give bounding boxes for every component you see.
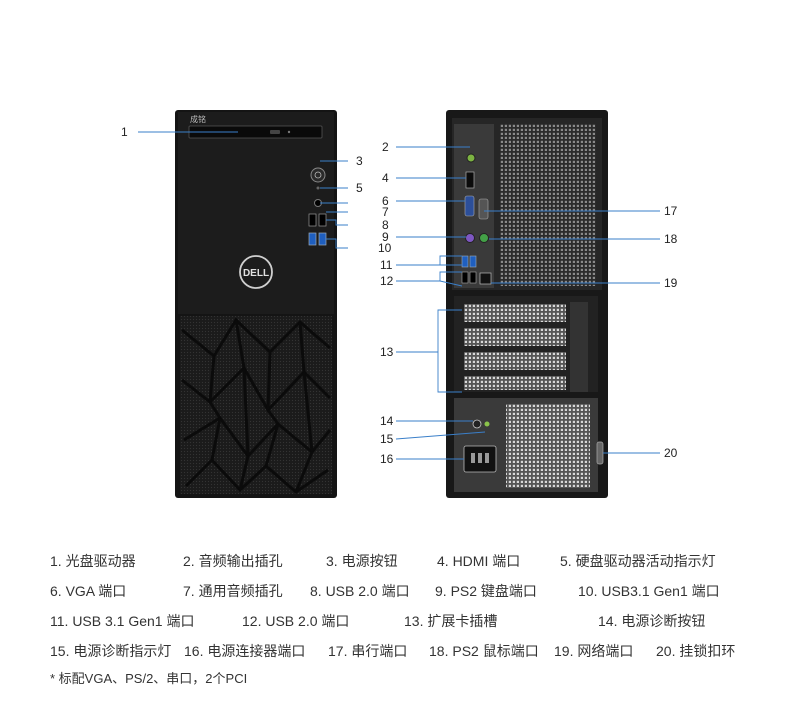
callout-1: 1 xyxy=(121,125,128,139)
legend-row-2: 6. VGA 端口 7. 通用音频插孔 8. USB 2.0 端口 9. PS2… xyxy=(0,581,790,605)
callout-18: 18 xyxy=(664,232,678,246)
callout-9: 9 xyxy=(382,230,389,244)
expansion-slot[interactable] xyxy=(464,328,566,346)
callout-numbers: 1 2 3 4 5 6 7 8 9 10 11 12 13 14 15 16 1… xyxy=(121,125,678,466)
callout-7: 7 xyxy=(382,205,389,219)
callout-20: 20 xyxy=(664,446,678,460)
legend-item: 10. USB3.1 Gen1 端口 xyxy=(578,583,720,599)
front-view: 成铭 DELL xyxy=(175,110,337,498)
front-brand-label: 成铭 xyxy=(190,114,206,124)
callout-8: 8 xyxy=(382,218,389,232)
legend-item: 4. HDMI 端口 xyxy=(437,553,521,569)
power-diagnostic-led xyxy=(484,421,490,427)
dell-logo-text: DELL xyxy=(243,268,269,279)
callout-2: 2 xyxy=(382,140,389,154)
legend-item: 5. 硬盘驱动器活动指示灯 xyxy=(560,553,716,569)
vga-port[interactable] xyxy=(464,195,475,217)
expansion-card-slots xyxy=(464,302,588,392)
padlock-ring[interactable] xyxy=(596,441,604,465)
optical-drive-eject-button[interactable] xyxy=(270,130,280,134)
callout-4: 4 xyxy=(382,171,389,185)
callout-16: 16 xyxy=(380,452,394,466)
callout-3: 3 xyxy=(356,154,363,168)
legend-item: 8. USB 2.0 端口 xyxy=(310,583,410,599)
ps2-mouse-port[interactable] xyxy=(479,233,489,243)
callout-6: 6 xyxy=(382,194,389,208)
legend-item: 1. 光盘驱动器 xyxy=(50,553,136,569)
legend-item: 13. 扩展卡插槽 xyxy=(404,613,498,629)
expansion-slot[interactable] xyxy=(464,304,566,322)
network-port[interactable] xyxy=(479,272,492,285)
legend-item: 14. 电源诊断按钮 xyxy=(598,613,706,629)
audio-out-jack[interactable] xyxy=(466,153,476,163)
callout-5: 5 xyxy=(356,181,363,195)
legend-item: 19. 网络端口 xyxy=(554,643,634,659)
callout-14: 14 xyxy=(380,414,394,428)
rear-view xyxy=(446,110,608,498)
legend-item: 18. PS2 鼠标端口 xyxy=(429,643,539,659)
legend-item: 16. 电源连接器端口 xyxy=(184,643,306,659)
legend-item: 15. 电源诊断指示灯 xyxy=(50,643,172,659)
psu-vent xyxy=(506,404,590,488)
expansion-slot[interactable] xyxy=(464,352,566,370)
rear-usb2-port[interactable] xyxy=(461,271,469,284)
legend-row-3: 11. USB 3.1 Gen1 端口 12. USB 2.0 端口 13. 扩… xyxy=(0,611,790,635)
callout-lines xyxy=(138,131,660,460)
legend-row-1: 1. 光盘驱动器 2. 音频输出插孔 3. 电源按钮 4. HDMI 端口 5.… xyxy=(0,551,790,575)
legend-item: 7. 通用音频插孔 xyxy=(183,583,283,599)
front-usb31-port[interactable] xyxy=(318,232,327,246)
rear-usb31-port[interactable] xyxy=(461,255,469,268)
legend-item: 6. VGA 端口 xyxy=(50,583,127,599)
dell-logo xyxy=(239,255,273,289)
callout-17: 17 xyxy=(664,204,678,218)
rear-usb2-port[interactable] xyxy=(469,271,477,284)
front-usb2-port[interactable] xyxy=(318,213,327,227)
legend-item: 20. 挂锁扣环 xyxy=(656,643,736,659)
hdd-activity-led xyxy=(316,186,320,190)
callout-12: 12 xyxy=(380,274,394,288)
front-grille-lattice xyxy=(181,317,332,494)
front-usb2-port[interactable] xyxy=(308,213,317,227)
ps2-keyboard-port[interactable] xyxy=(465,233,475,243)
front-usb31-port[interactable] xyxy=(308,232,317,246)
legend-item: 11. USB 3.1 Gen1 端口 xyxy=(50,613,195,629)
legend-item: 2. 音频输出插孔 xyxy=(183,553,283,569)
power-diagnostic-button[interactable] xyxy=(472,419,482,429)
rear-usb31-port[interactable] xyxy=(469,255,477,268)
pc-tower-diagram: 成铭 DELL xyxy=(121,110,678,498)
rear-vent xyxy=(500,124,596,286)
legend-item: 12. USB 2.0 端口 xyxy=(242,613,350,629)
power-button[interactable] xyxy=(310,167,326,183)
serial-port[interactable] xyxy=(478,198,489,220)
expansion-slot[interactable] xyxy=(464,376,566,390)
footnote: * 标配VGA、PS/2、串口，2个PCI xyxy=(50,671,248,686)
callout-13: 13 xyxy=(380,345,394,359)
callout-11: 11 xyxy=(380,258,393,272)
legend-item: 9. PS2 键盘端口 xyxy=(435,583,537,599)
callout-15: 15 xyxy=(380,432,394,446)
legend-item: 3. 电源按钮 xyxy=(326,553,398,569)
hdmi-port[interactable] xyxy=(465,171,475,189)
legend-item: 17. 串行端口 xyxy=(328,643,408,659)
legend-row-4: 15. 电源诊断指示灯 16. 电源连接器端口 17. 串行端口 18. PS2… xyxy=(0,641,790,665)
callout-19: 19 xyxy=(664,276,678,290)
callout-10: 10 xyxy=(378,241,392,255)
